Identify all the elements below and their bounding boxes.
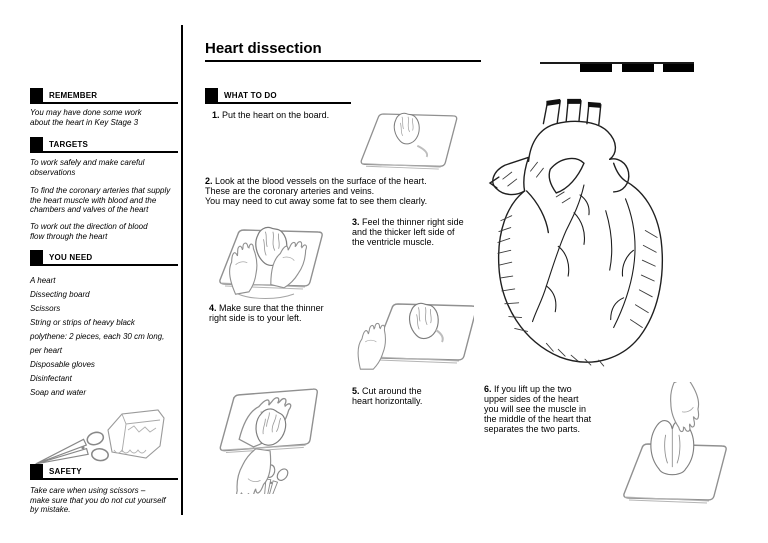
decor-block [663,64,694,72]
header-square-icon [30,88,43,104]
hands-on-heart-illustration [219,226,323,299]
remember-text: You may have done some work about the he… [30,108,142,127]
list-item: A heart [30,276,56,285]
header-label: SAFETY [43,467,178,480]
targets-paragraph: To find the coronary arteries that suppl… [30,186,171,214]
anatomical-heart-illustration [488,98,664,367]
step-1: 1. Put the heart on the board. [212,110,382,120]
list-item: per heart [30,346,63,355]
title-rule [205,60,481,62]
targets-paragraph: To work safely and make careful observat… [30,158,145,177]
step-number: 1. [212,110,220,120]
hand-steadying-board-illustration [357,302,474,370]
safety-text: Take care when using scissors – make sur… [30,486,166,514]
header-square-icon [30,250,43,266]
heart-on-board-illustration [360,112,458,170]
step-4: 4. Make sure that the thinner right side… [209,303,369,323]
sidebar-header-safety: SAFETY [30,464,178,480]
list-item: Disposable gloves [30,360,95,369]
list-item: polythene: 2 pieces, each 30 cm long, [30,332,165,341]
lifted-heart-illustration [623,382,727,504]
gloves-pack-icon [107,409,165,459]
step-text: Feel the thinner right side and the thic… [352,217,464,247]
step-text: Cut around the heart horizontally. [352,386,423,406]
column-divider [181,25,183,515]
list-item: Disinfectant [30,374,72,383]
list-item: Scissors [30,304,61,313]
header-label: REMEMBER [43,91,178,104]
list-item: Dissecting board [30,290,90,299]
step-text: Put the heart on the board. [222,110,330,120]
step-6: 6. If you lift up the two upper sides of… [484,384,616,434]
targets-paragraph: To work out the direction of blood flow … [30,222,148,241]
header-square-icon [30,137,43,153]
list-item: Soap and water [30,388,87,397]
sidebar-header-remember: REMEMBER [30,88,178,104]
step-number: 2. [205,176,213,186]
header-label: YOU NEED [43,253,178,266]
decor-block [622,64,654,72]
cutting-heart-illustration [214,386,324,494]
step-number: 3. [352,217,360,227]
step-number: 4. [209,303,217,313]
header-square-icon [205,88,218,104]
list-item: String or strips of heavy black [30,318,135,327]
header-label: TARGETS [43,140,178,153]
step-2: 2. Look at the blood vessels on the surf… [205,176,480,206]
what-to-do-header: WHAT TO DO [205,88,351,104]
step-5: 5. Cut around the heart horizontally. [352,386,464,406]
step-text: Make sure that the thinner right side is… [209,303,324,323]
step-3: 3. Feel the thinner right side and the t… [352,217,480,247]
scissors-icon [32,429,110,464]
sidebar-header-you-need: YOU NEED [30,250,178,266]
step-text: Look at the blood vessels on the surface… [205,176,428,206]
step-number: 6. [484,384,492,394]
top-right-rule [540,62,694,72]
header-square-icon [30,464,43,480]
page-title: Heart dissection [205,40,322,57]
header-label: WHAT TO DO [218,91,351,104]
decor-block [580,64,612,72]
step-text: If you lift up the two upper sides of th… [484,384,592,434]
sidebar-header-targets: TARGETS [30,137,178,153]
step-number: 5. [352,386,360,396]
you-need-list: A heart Dissecting board Scissors String… [30,274,182,400]
